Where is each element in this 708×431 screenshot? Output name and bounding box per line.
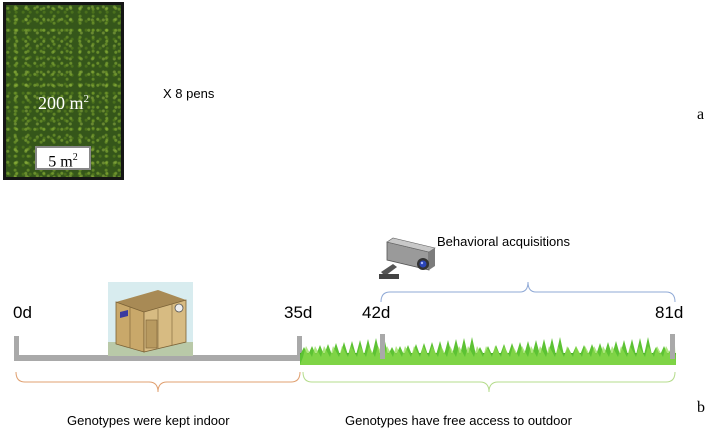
plot-area-label: 200 m2 [37,93,89,113]
indoor-period-label: Genotypes were kept indoor [67,413,230,428]
outdoor-period-bracket [302,372,676,393]
panel-b-label: b [697,399,705,416]
tick-35d [297,336,302,361]
day-label-35d: 35d [284,303,313,322]
day-label-42d: 42d [362,303,391,322]
outdoor-period-label: Genotypes have free access to outdoor [345,413,572,428]
behavioral-acquisitions-label: Behavioral acquisitions [437,234,570,249]
panel-a-label: a [697,106,705,123]
pens-count-label: X 8 pens [163,86,215,101]
behavior-period-bracket [380,281,676,302]
tick-0d [14,336,19,361]
subplot-area-box: 5 m2 [35,146,91,170]
timeline-indoor-bar [15,355,301,361]
grass-plot-image: 200 m2 5 m2 [3,2,124,180]
tick-42d [380,334,385,359]
shed-image [108,282,193,356]
day-label-0d: 0d [13,303,32,322]
indoor-period-bracket [15,372,301,393]
day-label-81d: 81d [655,303,684,322]
tick-81d [670,334,675,359]
camera-icon [379,237,436,279]
grass-strip-image [300,337,676,365]
